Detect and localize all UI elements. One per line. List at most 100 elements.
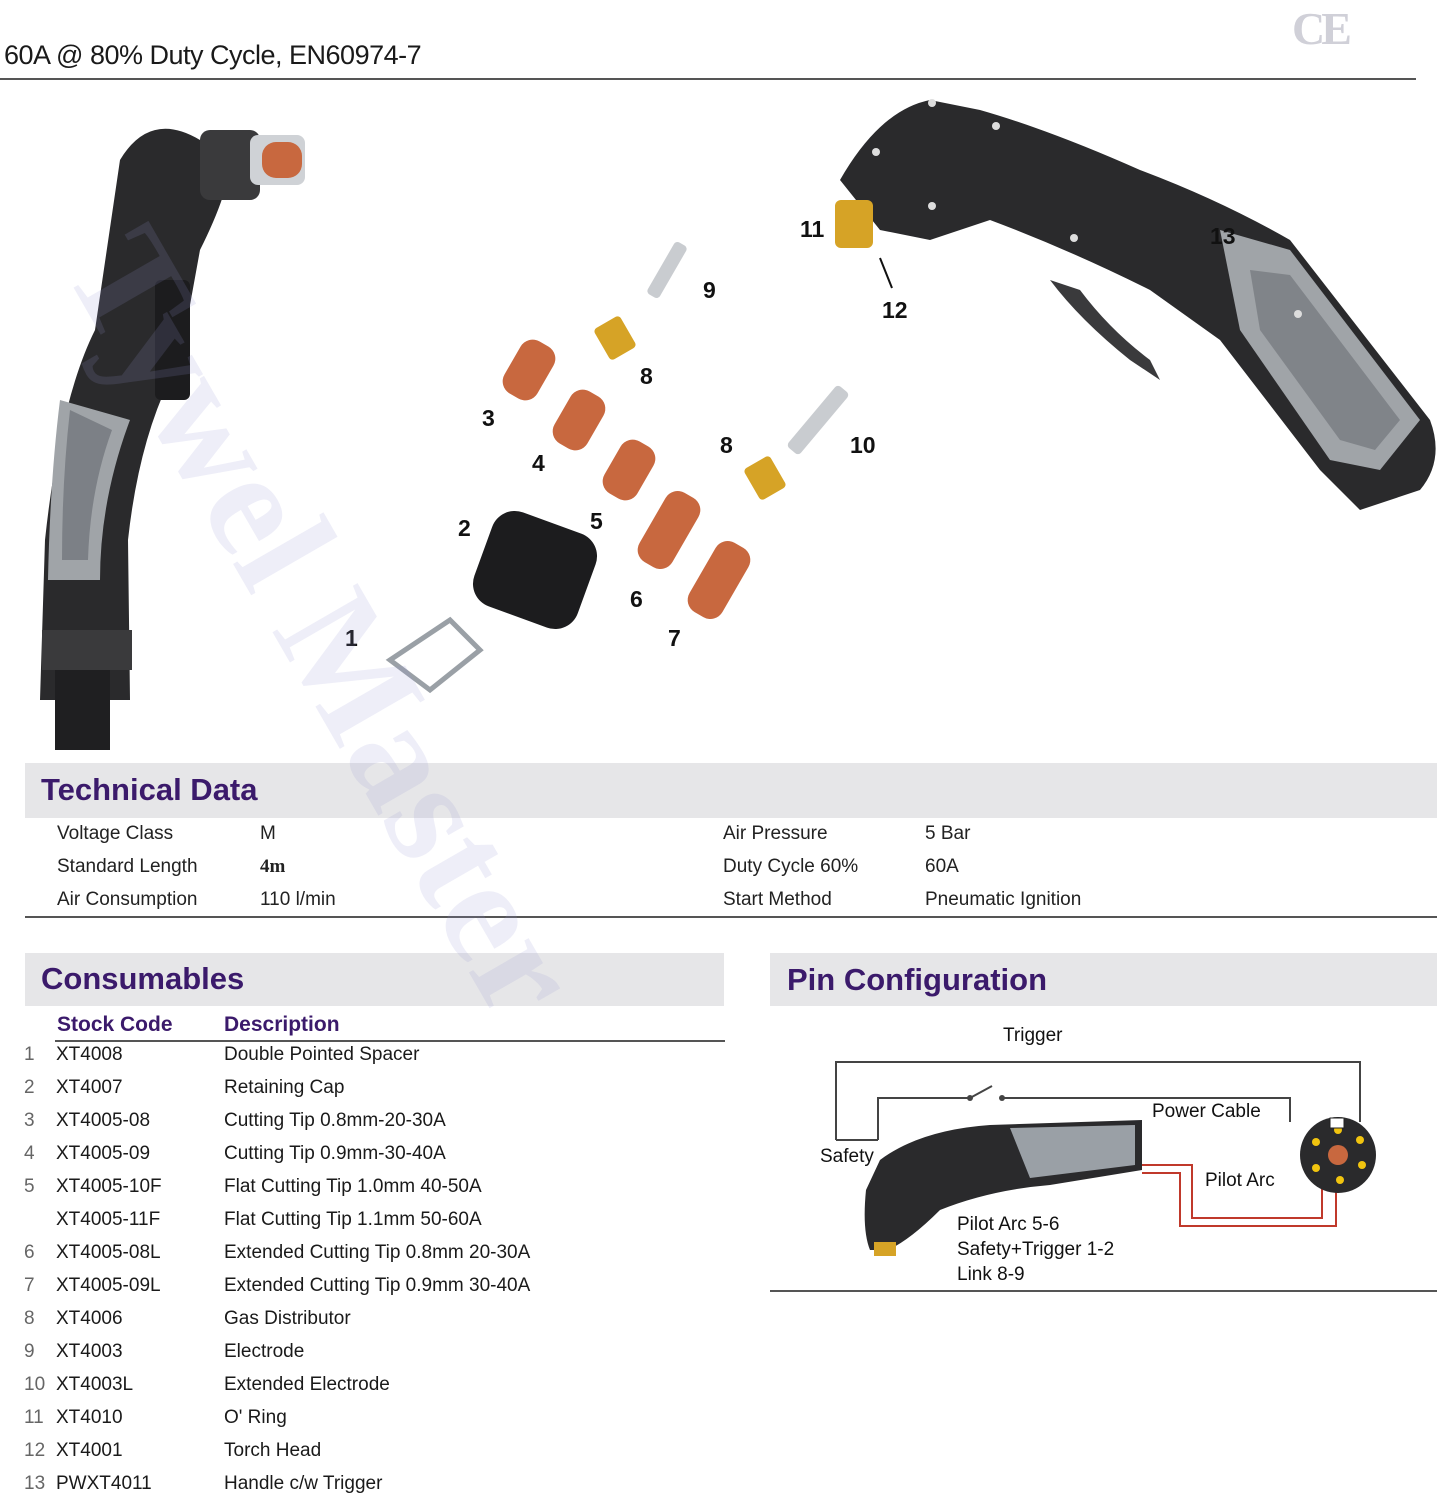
technical-data-title: Technical Data [41, 772, 258, 807]
pin-configuration-divider [770, 1290, 1437, 1292]
torch-side-illustration [40, 128, 305, 750]
part-label-13: 13 [1210, 223, 1236, 249]
stock-code-cell: XT4010 [56, 1407, 123, 1428]
gas-distributor-icon [594, 316, 636, 360]
row-number: 2 [24, 1077, 35, 1098]
row-number: 7 [24, 1275, 35, 1296]
description-header: Description [224, 1013, 340, 1036]
stock-code-header: Stock Code [57, 1013, 173, 1036]
stock-code-cell: XT4005-09L [56, 1275, 161, 1296]
table-row: 6 XT4005-08L Extended Cutting Tip 0.8mm 20… [24, 1242, 724, 1275]
table-row: 7 XT4005-09L Extended Cutting Tip 0.9mm 30… [24, 1275, 724, 1308]
row-number: 10 [24, 1374, 46, 1395]
consumables-exploded-view [385, 241, 849, 694]
row-number: 6 [24, 1242, 35, 1263]
stock-code-cell: XT4005-08 [56, 1110, 151, 1131]
page-title: 60A @ 80% Duty Cycle, EN60974-7 [4, 40, 422, 70]
table-row: 4 XT4005-09 Cutting Tip 0.9mm-30-40A [24, 1143, 724, 1176]
ce-mark-logo: CE [1292, 3, 1352, 54]
tech-label-voltage-class: Voltage Class [57, 823, 174, 844]
part-label-12: 12 [882, 297, 908, 323]
part-label-8a: 8 [640, 363, 653, 389]
technical-data-divider [25, 916, 1437, 918]
pin-note-safety-trigger: Safety+Trigger 1-2 [957, 1239, 1115, 1260]
tech-label-duty-cycle: Duty Cycle 60% [723, 856, 859, 877]
tech-value-air-pressure: 5 Bar [925, 823, 971, 844]
description-cell: Retaining Cap [224, 1077, 345, 1098]
stock-code-cell: XT4003L [56, 1374, 134, 1395]
description-cell: Double Pointed Spacer [224, 1044, 420, 1065]
electrode-9-icon [647, 241, 687, 299]
stock-code-cell: XT4001 [56, 1440, 123, 1461]
pin-note-pilot-arc: Pilot Arc 5-6 [957, 1214, 1060, 1235]
torch-head-illustration [835, 99, 1436, 510]
electrode-10-icon [787, 385, 849, 455]
description-cell: Flat Cutting Tip 1.0mm 40-50A [224, 1176, 482, 1197]
stock-code-cell: XT4005-09 [56, 1143, 151, 1164]
cutting-tip-4-icon [552, 389, 606, 451]
stock-code-cell: XT4005-10F [56, 1176, 162, 1197]
trigger-label: Trigger [1003, 1025, 1063, 1046]
tech-value-start-method: Pneumatic Ignition [925, 889, 1082, 910]
retaining-cap-icon [472, 510, 598, 630]
stock-code-cell: XT4003 [56, 1341, 123, 1362]
description-cell: Electrode [224, 1341, 305, 1362]
table-row: 5 XT4005-10F Flat Cutting Tip 1.0mm 40-50A [24, 1176, 724, 1209]
description-cell: Extended Cutting Tip 0.9mm 30-40A [224, 1275, 531, 1296]
consumables-header-rule [55, 1040, 725, 1042]
row-number: 9 [24, 1341, 35, 1362]
row-number: 1 [24, 1044, 35, 1065]
cutting-tip-3-icon [502, 339, 556, 401]
safety-label: Safety [820, 1146, 874, 1167]
table-row: XT4005-11F Flat Cutting Tip 1.1mm 50-60A [24, 1209, 724, 1242]
description-cell: Extended Electrode [224, 1374, 390, 1395]
row-number: 3 [24, 1110, 35, 1131]
part-label-4: 4 [532, 450, 545, 476]
header-divider [0, 78, 1416, 80]
tech-value-duty-cycle: 60A [925, 856, 959, 877]
description-cell: O' Ring [224, 1407, 287, 1428]
tech-label-standard-length: Standard Length [57, 856, 198, 877]
description-cell: Extended Cutting Tip 0.8mm 20-30A [224, 1242, 531, 1263]
part-label-2: 2 [458, 515, 471, 541]
consumables-title: Consumables [41, 961, 245, 996]
spacer-icon [385, 616, 484, 694]
consumables-bar [25, 953, 724, 1006]
stock-code-cell: XT4008 [56, 1044, 123, 1065]
stock-code-cell: PWXT4011 [56, 1473, 152, 1494]
row-number: 13 [24, 1473, 46, 1494]
part-label-9: 9 [703, 277, 716, 303]
table-row: 3 XT4005-08 Cutting Tip 0.8mm-20-30A [24, 1110, 724, 1143]
part-label-8b: 8 [720, 432, 733, 458]
pilot-arc-label: Pilot Arc [1205, 1170, 1275, 1191]
row-number: 4 [24, 1143, 35, 1164]
table-row: 2 XT4007 Retaining Cap [24, 1077, 724, 1110]
description-cell: Cutting Tip 0.9mm-30-40A [224, 1143, 446, 1164]
part-label-1: 1 [345, 625, 358, 651]
stock-code-cell: XT4007 [56, 1077, 123, 1098]
description-cell: Gas Distributor [224, 1308, 351, 1329]
tech-value-voltage-class: M [260, 823, 276, 844]
cutting-tip-5-icon [602, 439, 656, 501]
pin-note-link: Link 8-9 [957, 1264, 1025, 1285]
stock-code-cell: XT4005-11F [56, 1209, 161, 1230]
part-label-11: 11 [800, 216, 825, 242]
pin-configuration-title: Pin Configuration [787, 962, 1048, 997]
stock-code-cell: XT4005-08L [56, 1242, 161, 1263]
description-cell: Flat Cutting Tip 1.1mm 50-60A [224, 1209, 482, 1230]
row-number: 5 [24, 1176, 35, 1197]
table-row: 10 XT4003L Extended Electrode [24, 1374, 724, 1407]
table-row: 9 XT4003 Electrode [24, 1341, 724, 1374]
part-label-10: 10 [850, 432, 876, 458]
part-label-5: 5 [590, 508, 603, 534]
tech-label-start-method: Start Method [723, 889, 832, 910]
cutting-tip-6-icon [637, 490, 701, 570]
part-label-3: 3 [482, 405, 495, 431]
part-label-7: 7 [668, 625, 681, 651]
technical-data-bar [25, 763, 1437, 818]
description-cell: Torch Head [224, 1440, 322, 1461]
description-cell: Cutting Tip 0.8mm-20-30A [224, 1110, 446, 1131]
